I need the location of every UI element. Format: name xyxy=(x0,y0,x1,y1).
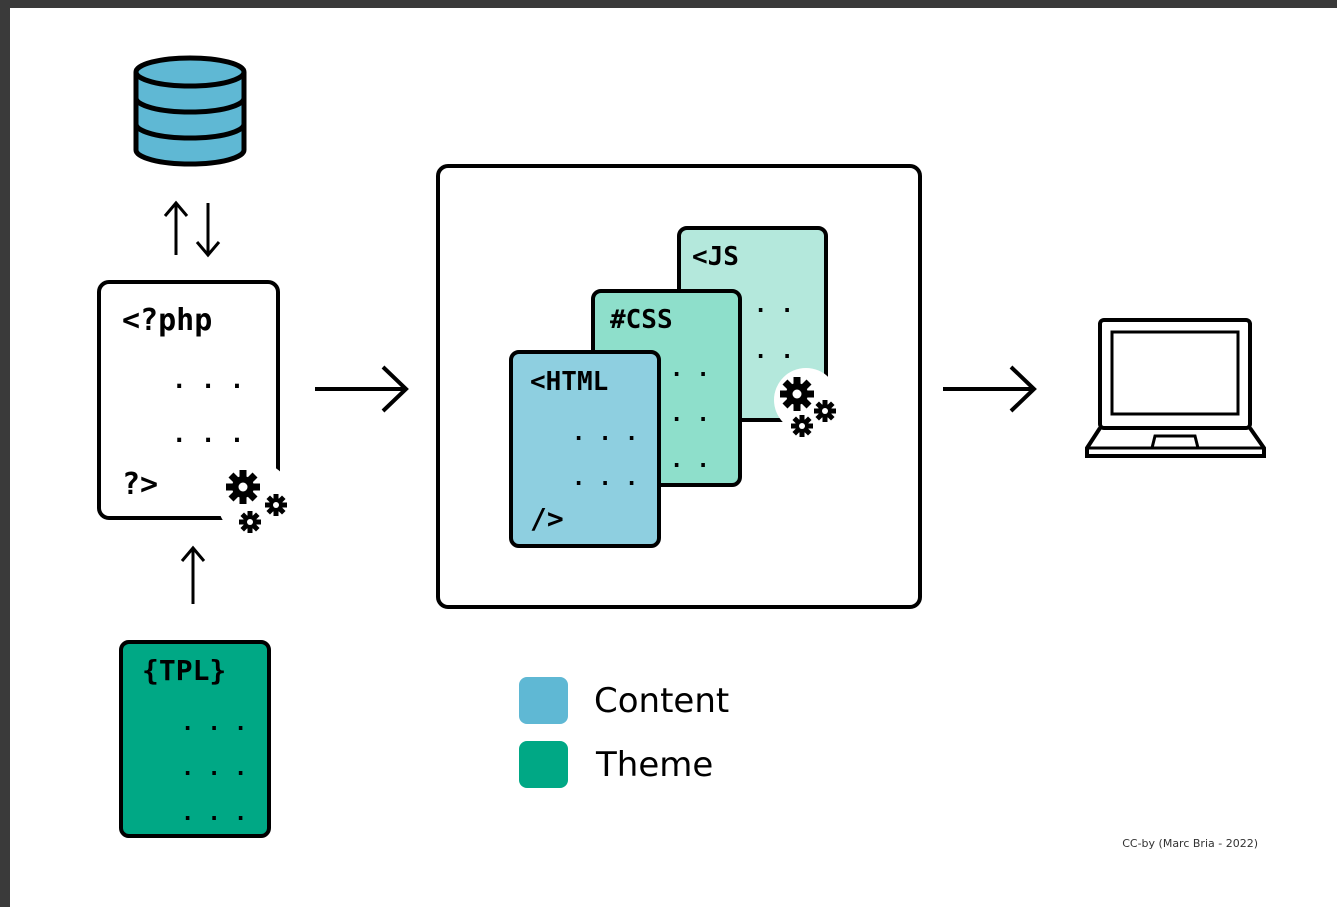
css-dots-1: . . xyxy=(670,357,710,382)
php-open-tag: <?php xyxy=(122,303,212,338)
php-close-tag: ?> xyxy=(122,467,158,502)
right-arrow-icon xyxy=(315,365,409,413)
js-label: <JS xyxy=(692,242,739,272)
credit-text: CC-by (Marc Bria - 2022) xyxy=(1122,837,1258,850)
laptop-icon xyxy=(1085,318,1266,458)
legend: Content Theme xyxy=(519,677,729,788)
html-dots-2: . . . xyxy=(572,466,638,491)
html-dots-1: . . . xyxy=(572,421,638,446)
bidirectional-arrow-icon xyxy=(163,200,221,258)
up-arrow-icon xyxy=(180,545,206,604)
tpl-label: {TPL} xyxy=(142,654,226,687)
php-file: <?php . . . . . . ?> xyxy=(97,280,280,520)
js-gears-icon xyxy=(774,368,838,437)
css-dots-2: . . xyxy=(670,402,710,427)
legend-theme-swatch xyxy=(519,741,568,788)
legend-content-label: Content xyxy=(594,681,729,721)
tpl-dots-2: . . . xyxy=(181,756,247,781)
right-arrow-icon-2 xyxy=(943,365,1037,413)
html-label: <HTML xyxy=(530,367,608,397)
php-dots-1: . . . xyxy=(172,366,244,394)
tpl-dots-3: . . . xyxy=(181,801,247,826)
legend-content-swatch xyxy=(519,677,568,724)
css-dots-3: . . xyxy=(670,448,710,473)
legend-theme-label: Theme xyxy=(595,745,713,785)
css-label: #CSS xyxy=(610,305,673,335)
js-dots-1: . . xyxy=(754,293,794,318)
tpl-dots-1: . . . xyxy=(181,711,247,736)
js-dots-2: . . xyxy=(754,339,794,364)
php-dots-2: . . . xyxy=(172,420,244,448)
database-icon xyxy=(133,55,247,167)
tpl-file: {TPL} . . . . . . . . . xyxy=(119,640,271,838)
html-file: <HTML . . . . . . /> xyxy=(509,350,661,548)
html-close-tag: /> xyxy=(530,502,564,535)
gears-icon xyxy=(217,462,293,538)
